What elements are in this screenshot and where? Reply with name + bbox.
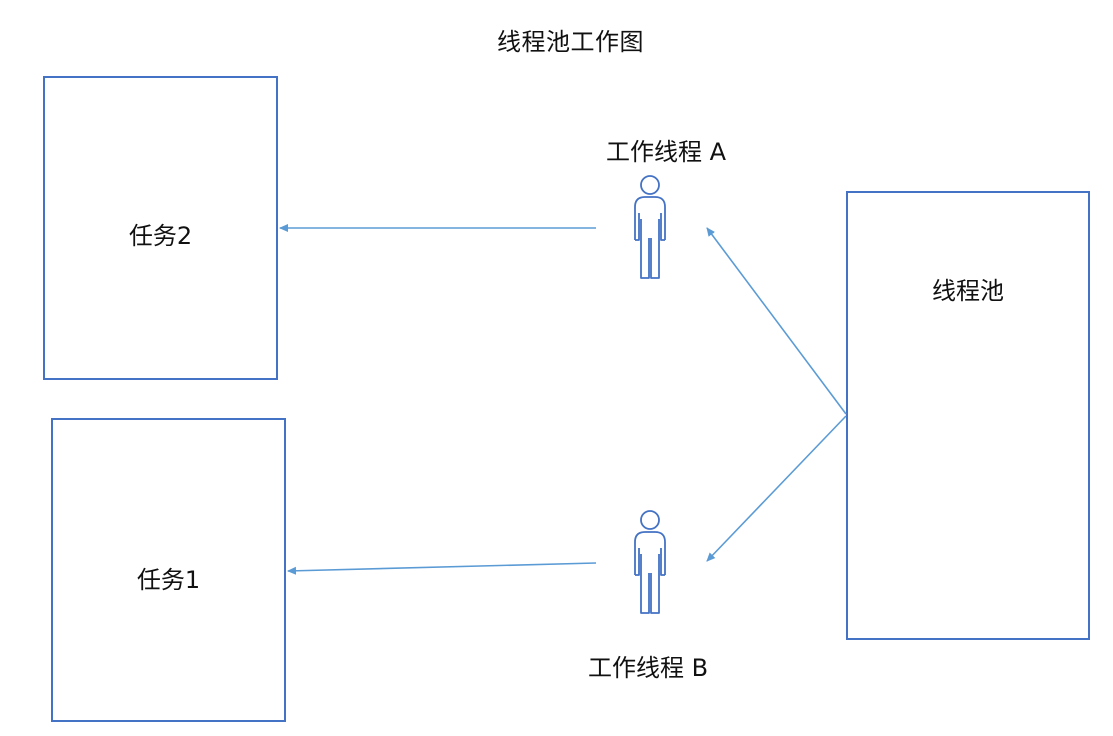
worker-thread-a-label: 工作线程 A — [606, 138, 727, 166]
thread-pool-label: 线程池 — [932, 277, 1004, 305]
diagram-title: 线程池工作图 — [497, 28, 644, 56]
person-icon — [634, 510, 666, 614]
worker-thread-b-label: 工作线程 B — [588, 654, 709, 682]
task2-box: 任务2 — [43, 76, 278, 380]
task1-box: 任务1 — [51, 418, 286, 722]
arrow-worker-b-to-task1 — [287, 562, 597, 575]
task1-label: 任务1 — [136, 566, 201, 594]
arrow-pool-to-worker-a — [706, 227, 847, 415]
thread-pool-box: 线程池 — [846, 191, 1090, 640]
task2-label: 任务2 — [128, 222, 193, 250]
arrow-pool-to-worker-b — [706, 415, 847, 562]
person-icon — [634, 175, 666, 279]
